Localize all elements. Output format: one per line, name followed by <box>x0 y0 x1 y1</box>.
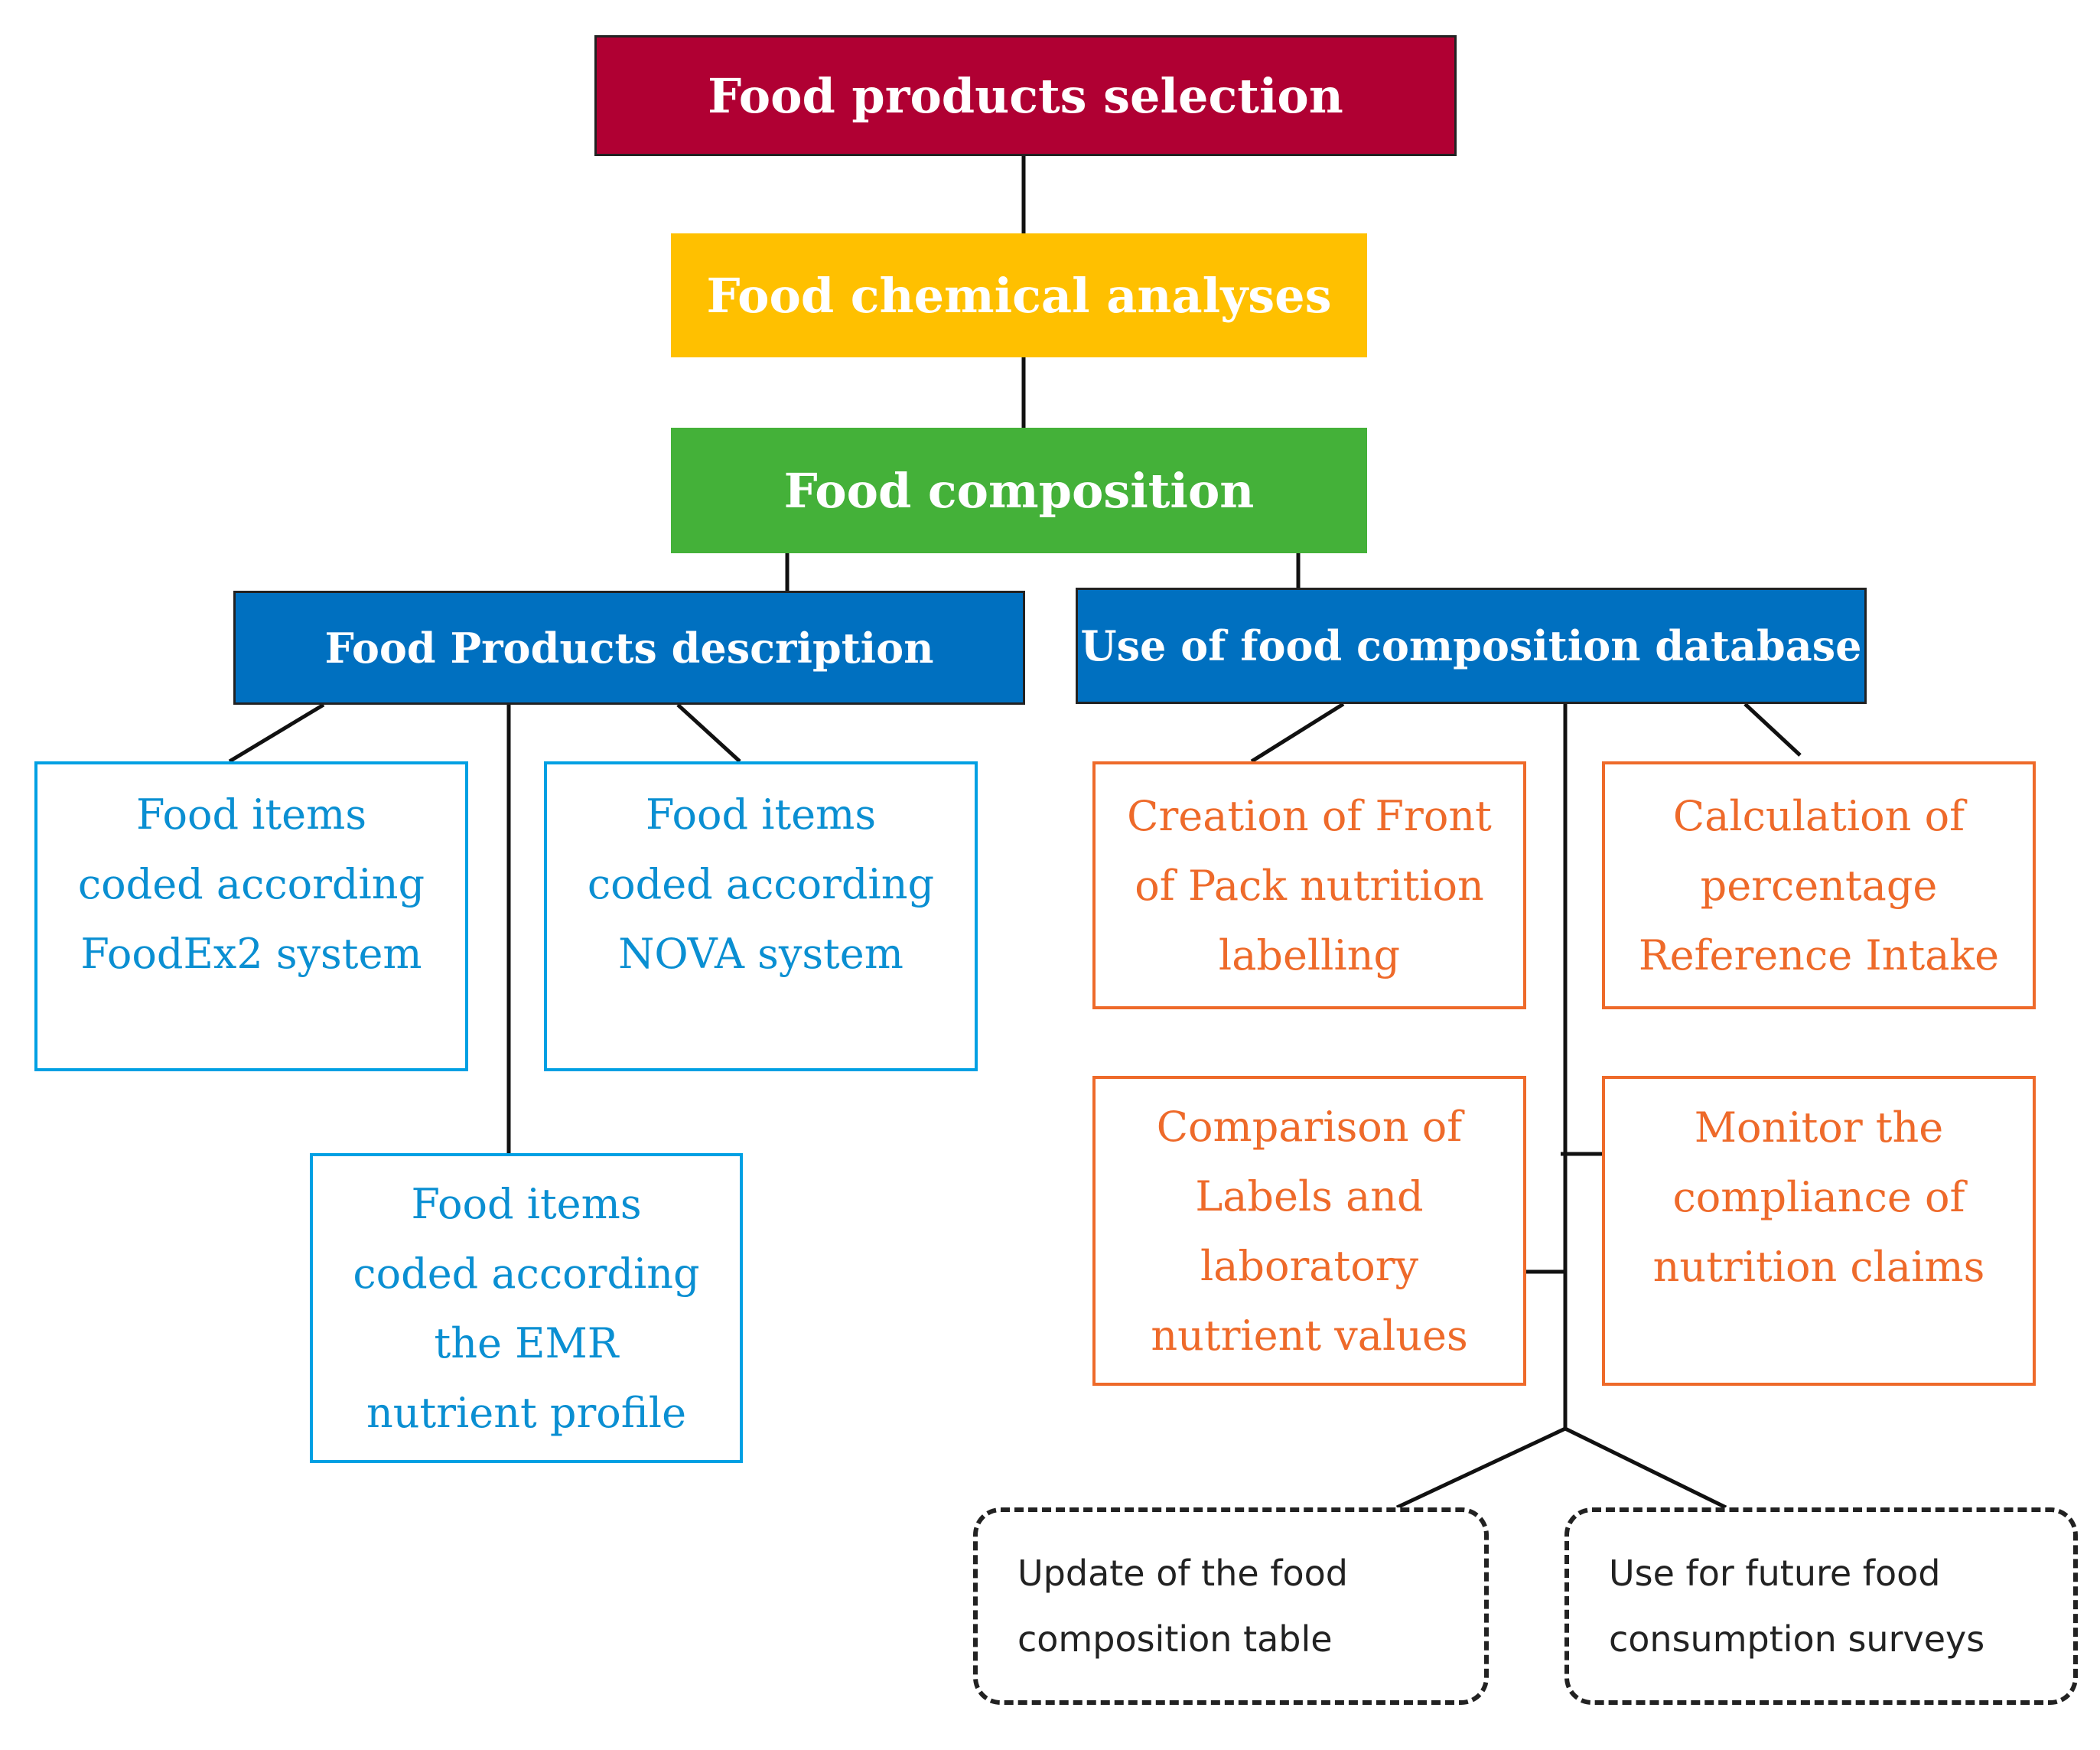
reference-intake-box: Calculation of percentage Reference Inta… <box>1602 761 2036 1009</box>
update-composition-table-line-2: composition table <box>1017 1618 1333 1660</box>
food-chemical-analyses-label: Food chemical analyses <box>706 267 1332 324</box>
emr-nutrient-profile-line-2: coded according <box>353 1249 700 1298</box>
nova-coding-line-1: Food items <box>645 790 877 839</box>
labels-comparison-line-4: nutrient values <box>1151 1311 1468 1360</box>
food-products-selection-box: Food products selection <box>594 35 1457 156</box>
food-composition-label: Food composition <box>783 462 1255 519</box>
connector-database-reference-intake <box>1743 702 1802 757</box>
nutrition-claims-monitor-line-3: nutrition claims <box>1652 1243 1985 1291</box>
food-products-selection-label: Food products selection <box>708 67 1343 124</box>
labels-comparison-box: Comparison of Labels and laboratory nutr… <box>1092 1076 1526 1386</box>
emr-nutrient-profile-line-4: nutrient profile <box>366 1388 687 1437</box>
use-of-food-composition-database-label: Use of food composition database <box>1080 621 1862 670</box>
future-consumption-surveys-line-2: consumption surveys <box>1609 1618 1985 1660</box>
nova-coding-line-2: coded according <box>587 860 935 908</box>
labels-comparison-line-1: Comparison of <box>1156 1102 1463 1151</box>
nutrition-claims-monitor-box: Monitor the compliance of nutrition clai… <box>1602 1076 2036 1386</box>
front-of-pack-labelling-line-2: of Pack nutrition <box>1135 861 1484 910</box>
emr-nutrient-profile-box: Food items coded according the EMR nutri… <box>310 1153 743 1463</box>
use-of-food-composition-database-box: Use of food composition database <box>1076 588 1867 704</box>
reference-intake-line-3: Reference Intake <box>1638 930 2000 979</box>
foodex2-coding-line-1: Food items <box>135 790 367 839</box>
nova-coding-line-3: NOVA system <box>618 930 903 978</box>
foodex2-coding-box: Food items coded according FoodEx2 syste… <box>34 761 468 1071</box>
food-chemical-analyses-box: Food chemical analyses <box>671 233 1367 357</box>
nutrition-claims-monitor-line-2: compliance of <box>1672 1173 1965 1221</box>
front-of-pack-labelling-box: Creation of Front of Pack nutrition labe… <box>1092 761 1526 1009</box>
connector-trunk-update-table <box>1395 1426 1567 1510</box>
nova-coding-box: Food items coded according NOVA system <box>544 761 978 1071</box>
reference-intake-line-1: Calculation of <box>1672 791 1965 840</box>
labels-comparison-line-3: laboratory <box>1200 1241 1419 1290</box>
future-consumption-surveys-line-1: Use for future food <box>1609 1553 1941 1594</box>
reference-intake-line-2: percentage <box>1700 861 1938 910</box>
front-of-pack-labelling-line-3: labelling <box>1218 930 1401 979</box>
foodex2-coding-line-3: FoodEx2 system <box>80 930 422 978</box>
connector-description-foodex2 <box>228 702 325 764</box>
front-of-pack-labelling-line-1: Creation of Front <box>1127 791 1492 840</box>
update-composition-table-line-1: Update of the food <box>1017 1553 1348 1594</box>
foodex2-coding-line-2: coded according <box>77 860 425 908</box>
connector-description-nova <box>676 703 741 763</box>
labels-comparison-line-2: Labels and <box>1195 1172 1424 1220</box>
emr-nutrient-profile-line-3: the EMR <box>434 1318 619 1367</box>
food-products-description-box: Food Products description <box>233 591 1025 705</box>
update-composition-table-box: Update of the food composition table <box>973 1507 1489 1705</box>
connector-trunk-future-surveys <box>1564 1426 1727 1510</box>
connector-database-front-of-pack <box>1250 702 1345 764</box>
nutrition-claims-monitor-line-1: Monitor the <box>1694 1103 1944 1152</box>
emr-nutrient-profile-line-1: Food items <box>411 1179 642 1228</box>
future-consumption-surveys-box: Use for future food consumption surveys <box>1564 1507 2078 1705</box>
food-products-description-label: Food Products description <box>324 623 934 673</box>
food-composition-box: Food composition <box>671 428 1367 553</box>
